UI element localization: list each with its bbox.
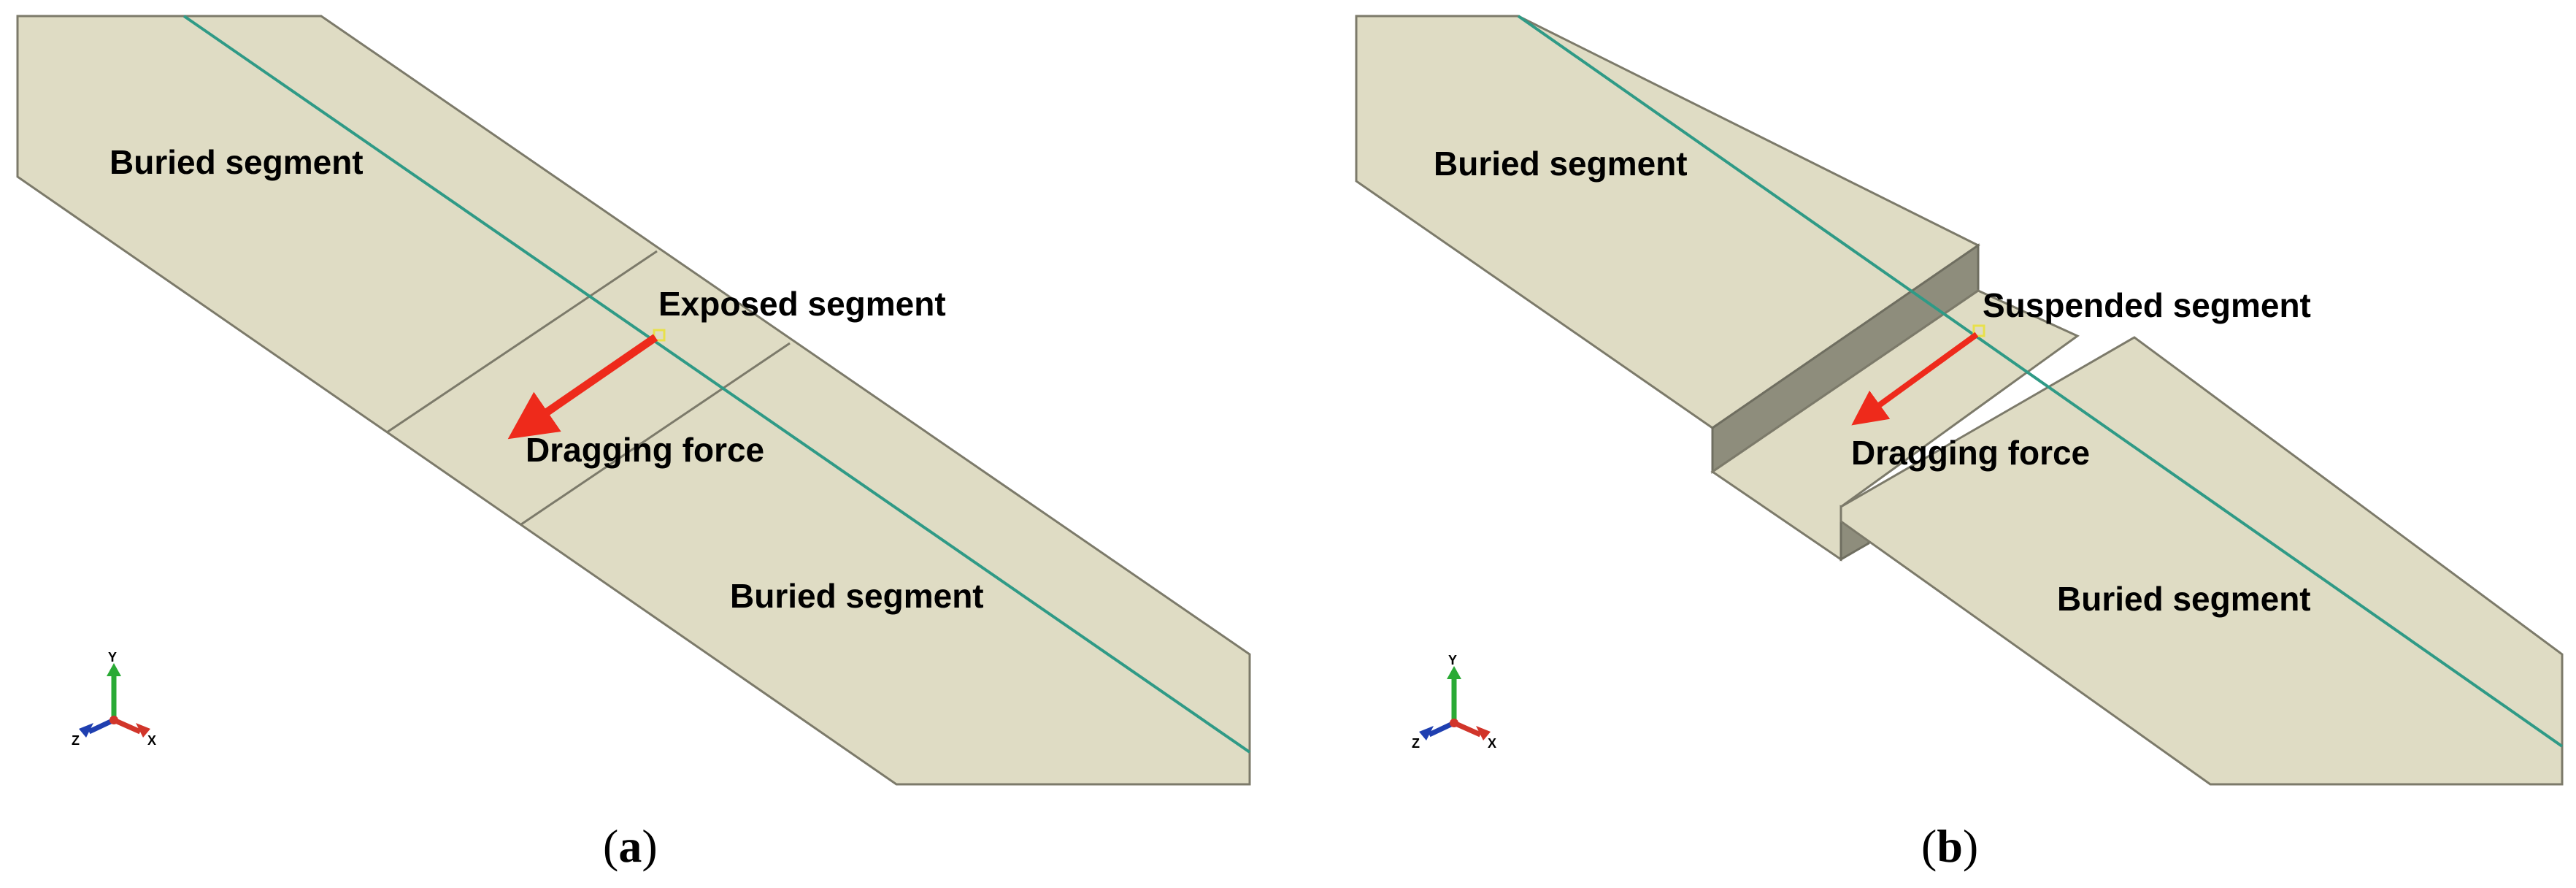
panel-b-label-buried-bottom: Buried segment bbox=[2057, 580, 2311, 618]
panel-a-exposed-boundary-bottom bbox=[520, 342, 791, 526]
panel-a-caption: (a) bbox=[603, 820, 658, 872]
panel-b-axis-z-label: Z bbox=[1412, 736, 1420, 751]
panel-b-axis-x-label: X bbox=[1488, 736, 1496, 751]
panel-b-lower-block-top bbox=[1839, 336, 2564, 786]
panel-b-trench-floor bbox=[1710, 289, 2080, 562]
panel-b-axis-triad-icon: Y X Z bbox=[1412, 653, 1496, 751]
panel-a-label-force: Dragging force bbox=[526, 431, 764, 469]
panel-b-caption: (b) bbox=[1921, 820, 1978, 872]
panel-a-axis-z-label: Z bbox=[72, 733, 80, 748]
panel-b-label-buried-top: Buried segment bbox=[1434, 145, 1688, 183]
panel-a-node-marker bbox=[653, 329, 666, 342]
panel-a-axis-y-label: Y bbox=[108, 650, 117, 665]
panel-a-soil-strip bbox=[16, 15, 1251, 786]
panel-a-label-exposed: Exposed segment bbox=[658, 285, 946, 323]
panel-a-label-buried-top: Buried segment bbox=[109, 143, 364, 181]
panel-b-pipeline bbox=[1517, 15, 2564, 748]
panel-a-axis-triad-icon: Y X Z bbox=[72, 650, 156, 748]
panel-b-axis-y-label: Y bbox=[1448, 653, 1457, 667]
panel-b-label-force: Dragging force bbox=[1851, 434, 2090, 472]
panel-a-force-arrow-icon bbox=[507, 334, 658, 440]
panel-b-force-arrow-icon bbox=[1851, 332, 1979, 426]
panel-b-node-marker bbox=[1972, 324, 1985, 337]
panel-b-label-suspended: Suspended segment bbox=[1983, 286, 2311, 324]
panel-a-pipeline bbox=[182, 15, 1251, 754]
panel-a: Buried segment Exposed segment Dragging … bbox=[16, 15, 1251, 872]
panel-b: Buried segment Suspended segment Draggin… bbox=[1355, 15, 2564, 872]
panel-a-label-buried-bottom: Buried segment bbox=[730, 577, 984, 615]
panel-a-exposed-boundary-top bbox=[386, 250, 658, 434]
panel-a-axis-x-label: X bbox=[147, 733, 156, 748]
